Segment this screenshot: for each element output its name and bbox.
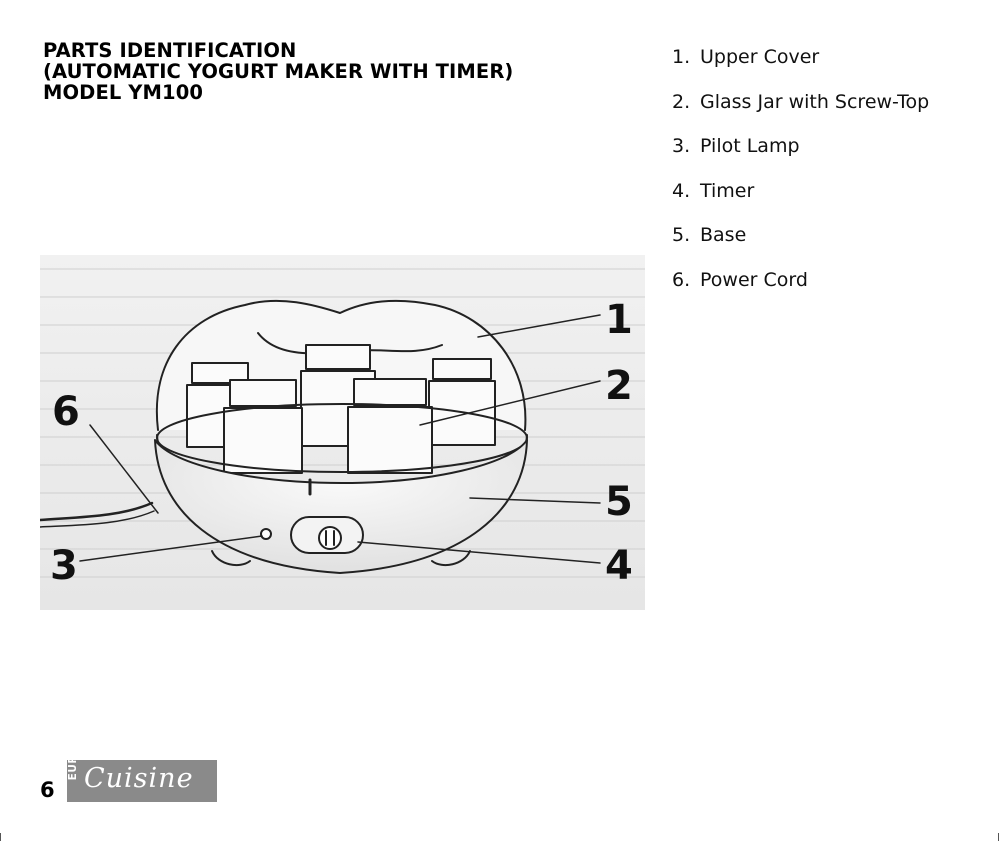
callout-1: 1: [605, 297, 633, 343]
page-title: PARTS IDENTIFICATION (AUTOMATIC YOGURT M…: [43, 40, 513, 103]
list-item: 1.Upper Cover: [672, 42, 929, 87]
list-item: 5.Base: [672, 220, 929, 265]
callout-2: 2: [605, 363, 633, 409]
part-number: 1.: [672, 42, 700, 72]
logo-prefix: EURO: [67, 760, 79, 784]
part-name: Base: [700, 224, 746, 246]
list-item: 6.Power Cord: [672, 265, 929, 310]
part-name: Upper Cover: [700, 46, 819, 68]
part-number: 6.: [672, 265, 700, 295]
title-line-3: MODEL YM100: [43, 82, 513, 103]
part-number: 3.: [672, 131, 700, 161]
title-line-1: PARTS IDENTIFICATION: [43, 40, 513, 61]
part-number: 4.: [672, 176, 700, 206]
euro-cuisine-logo: EURO Cuisine: [67, 760, 217, 802]
crop-mark: [998, 833, 999, 841]
logo-name: Cuisine: [84, 763, 194, 794]
part-number: 2.: [672, 87, 700, 117]
callout-3: 3: [50, 543, 78, 589]
parts-list: 1.Upper Cover 2.Glass Jar with Screw-Top…: [672, 42, 929, 309]
list-item: 2.Glass Jar with Screw-Top: [672, 87, 929, 132]
callout-5: 5: [605, 479, 633, 525]
part-name: Power Cord: [700, 269, 808, 291]
part-name: Pilot Lamp: [700, 135, 800, 157]
part-name: Timer: [700, 180, 754, 202]
title-line-2: (AUTOMATIC YOGURT MAKER WITH TIMER): [43, 61, 513, 82]
callout-6: 6: [52, 389, 80, 435]
part-number: 5.: [672, 220, 700, 250]
list-item: 3.Pilot Lamp: [672, 131, 929, 176]
list-item: 4.Timer: [672, 176, 929, 221]
callout-4: 4: [605, 543, 633, 589]
yogurt-maker-diagram: 1 2 3 4 5 6: [40, 255, 645, 610]
crop-mark: [0, 833, 1, 841]
part-name: Glass Jar with Screw-Top: [700, 91, 929, 113]
yogurt-maker-illustration: 1 2 3 4 5 6: [40, 255, 645, 610]
page-number: 6: [40, 778, 55, 802]
